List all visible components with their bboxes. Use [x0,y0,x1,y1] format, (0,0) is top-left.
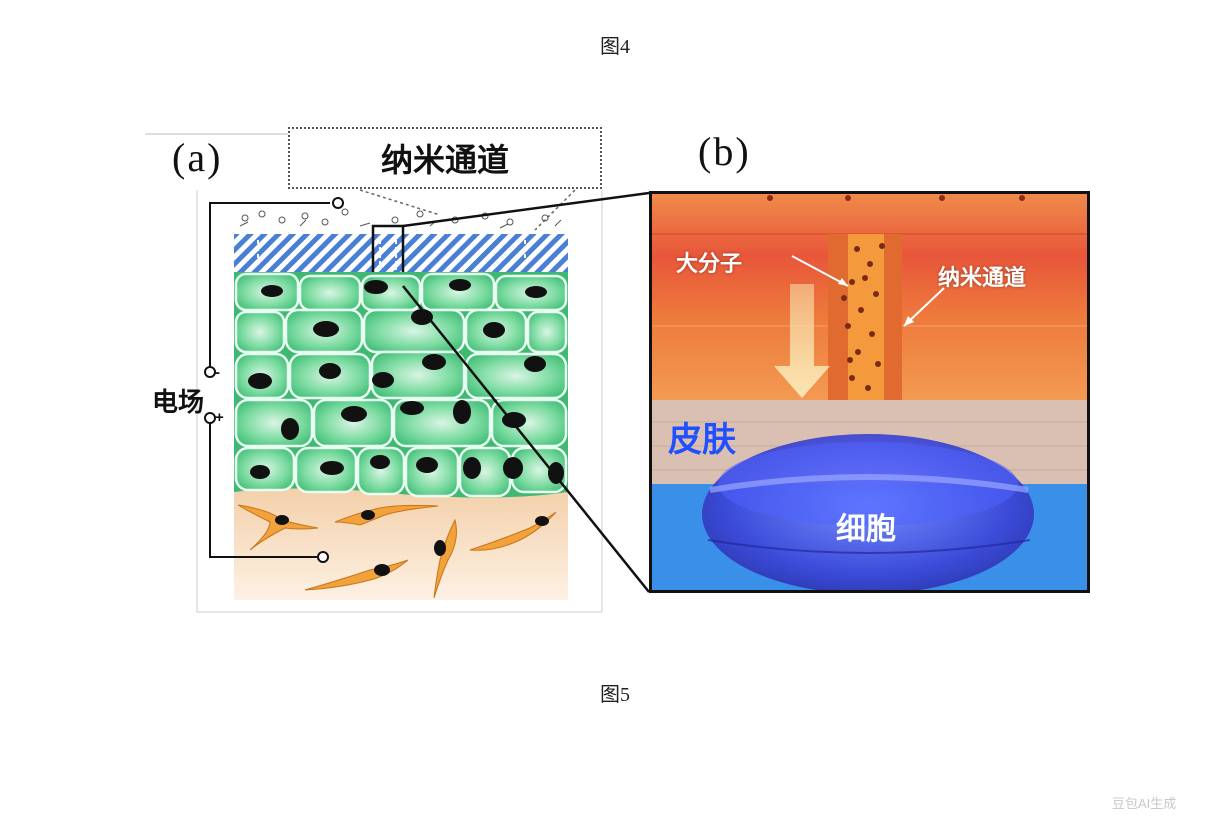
cell-label: 细胞 [836,513,896,546]
nucleus [261,285,283,297]
molecule-sketches [239,208,562,229]
callout-connector-left [359,189,441,216]
fibroblast [334,504,439,526]
epidermal-cell [356,446,406,496]
nanochannel-callout-box: 纳米通道 [288,127,602,189]
macromolecule-particles [841,243,885,391]
epidermal-cell [234,398,314,448]
epidermal-cell [420,272,496,312]
nucleus [364,280,388,294]
panel-b-diagram: 大分子 纳米通道 皮肤 细胞 [649,191,1090,593]
panel-b-nanochannel-label: 纳米通道 [938,265,1027,290]
nucleus [372,372,394,388]
nucleus [320,461,344,475]
epidermal-cell [464,352,568,400]
nucleus [319,363,341,379]
epidermal-cell [526,310,568,354]
nucleus [483,322,505,338]
epidermal-cell [298,274,362,312]
fibroblast-nuclei [275,510,549,576]
macromolecule-label: 大分子 [676,251,743,276]
nucleus [548,462,564,484]
nucleus [281,418,299,440]
figure-caption-top: 图4 [600,36,630,58]
epidermal-cell [312,398,394,448]
nucleus [453,400,471,424]
electric-field-label: 电场 [152,387,205,417]
minus-sign: - [215,364,220,381]
microneedle-patch [234,234,568,272]
nucleus [313,321,339,337]
epidermal-cell [490,398,568,448]
epidermal-cells [234,272,568,498]
electric-field-circuit [209,202,330,558]
zoom-line-bottom [402,285,650,593]
nucleus [411,309,433,325]
figure-caption-bottom: 图5 [600,684,630,706]
terminal-top [332,197,344,209]
dermis-layer [234,485,568,600]
nucleus [525,286,547,298]
epidermal-cell [234,310,286,354]
nucleus [370,455,390,469]
watermark: 豆包AI生成 [1112,796,1177,811]
plus-sign: + [215,409,224,426]
circuit-terminals [204,197,344,563]
nanochannel-callout-label: 纳米通道 [380,142,509,178]
nucleus [400,401,424,415]
skin-label: 皮肤 [668,421,736,459]
nucleus [449,279,471,291]
nucleus [463,457,481,479]
panel-a-label: (a) [172,135,223,180]
nucleus [503,457,523,479]
fibroblast [469,511,557,551]
nucleus [248,373,272,389]
nucleus [416,457,438,473]
terminal-bottom [317,551,329,563]
nucleus [250,465,270,479]
nucleus [422,354,446,370]
terminal-plus [204,412,216,424]
callout-connector-right [534,189,576,231]
nucleus [524,356,546,372]
panel-b-label: (b) [698,129,751,174]
nucleus [341,406,367,422]
terminal-minus [204,366,216,378]
down-arrow [774,284,830,398]
zoom-line-top [402,191,650,228]
macromolecule-pointer [791,255,849,287]
